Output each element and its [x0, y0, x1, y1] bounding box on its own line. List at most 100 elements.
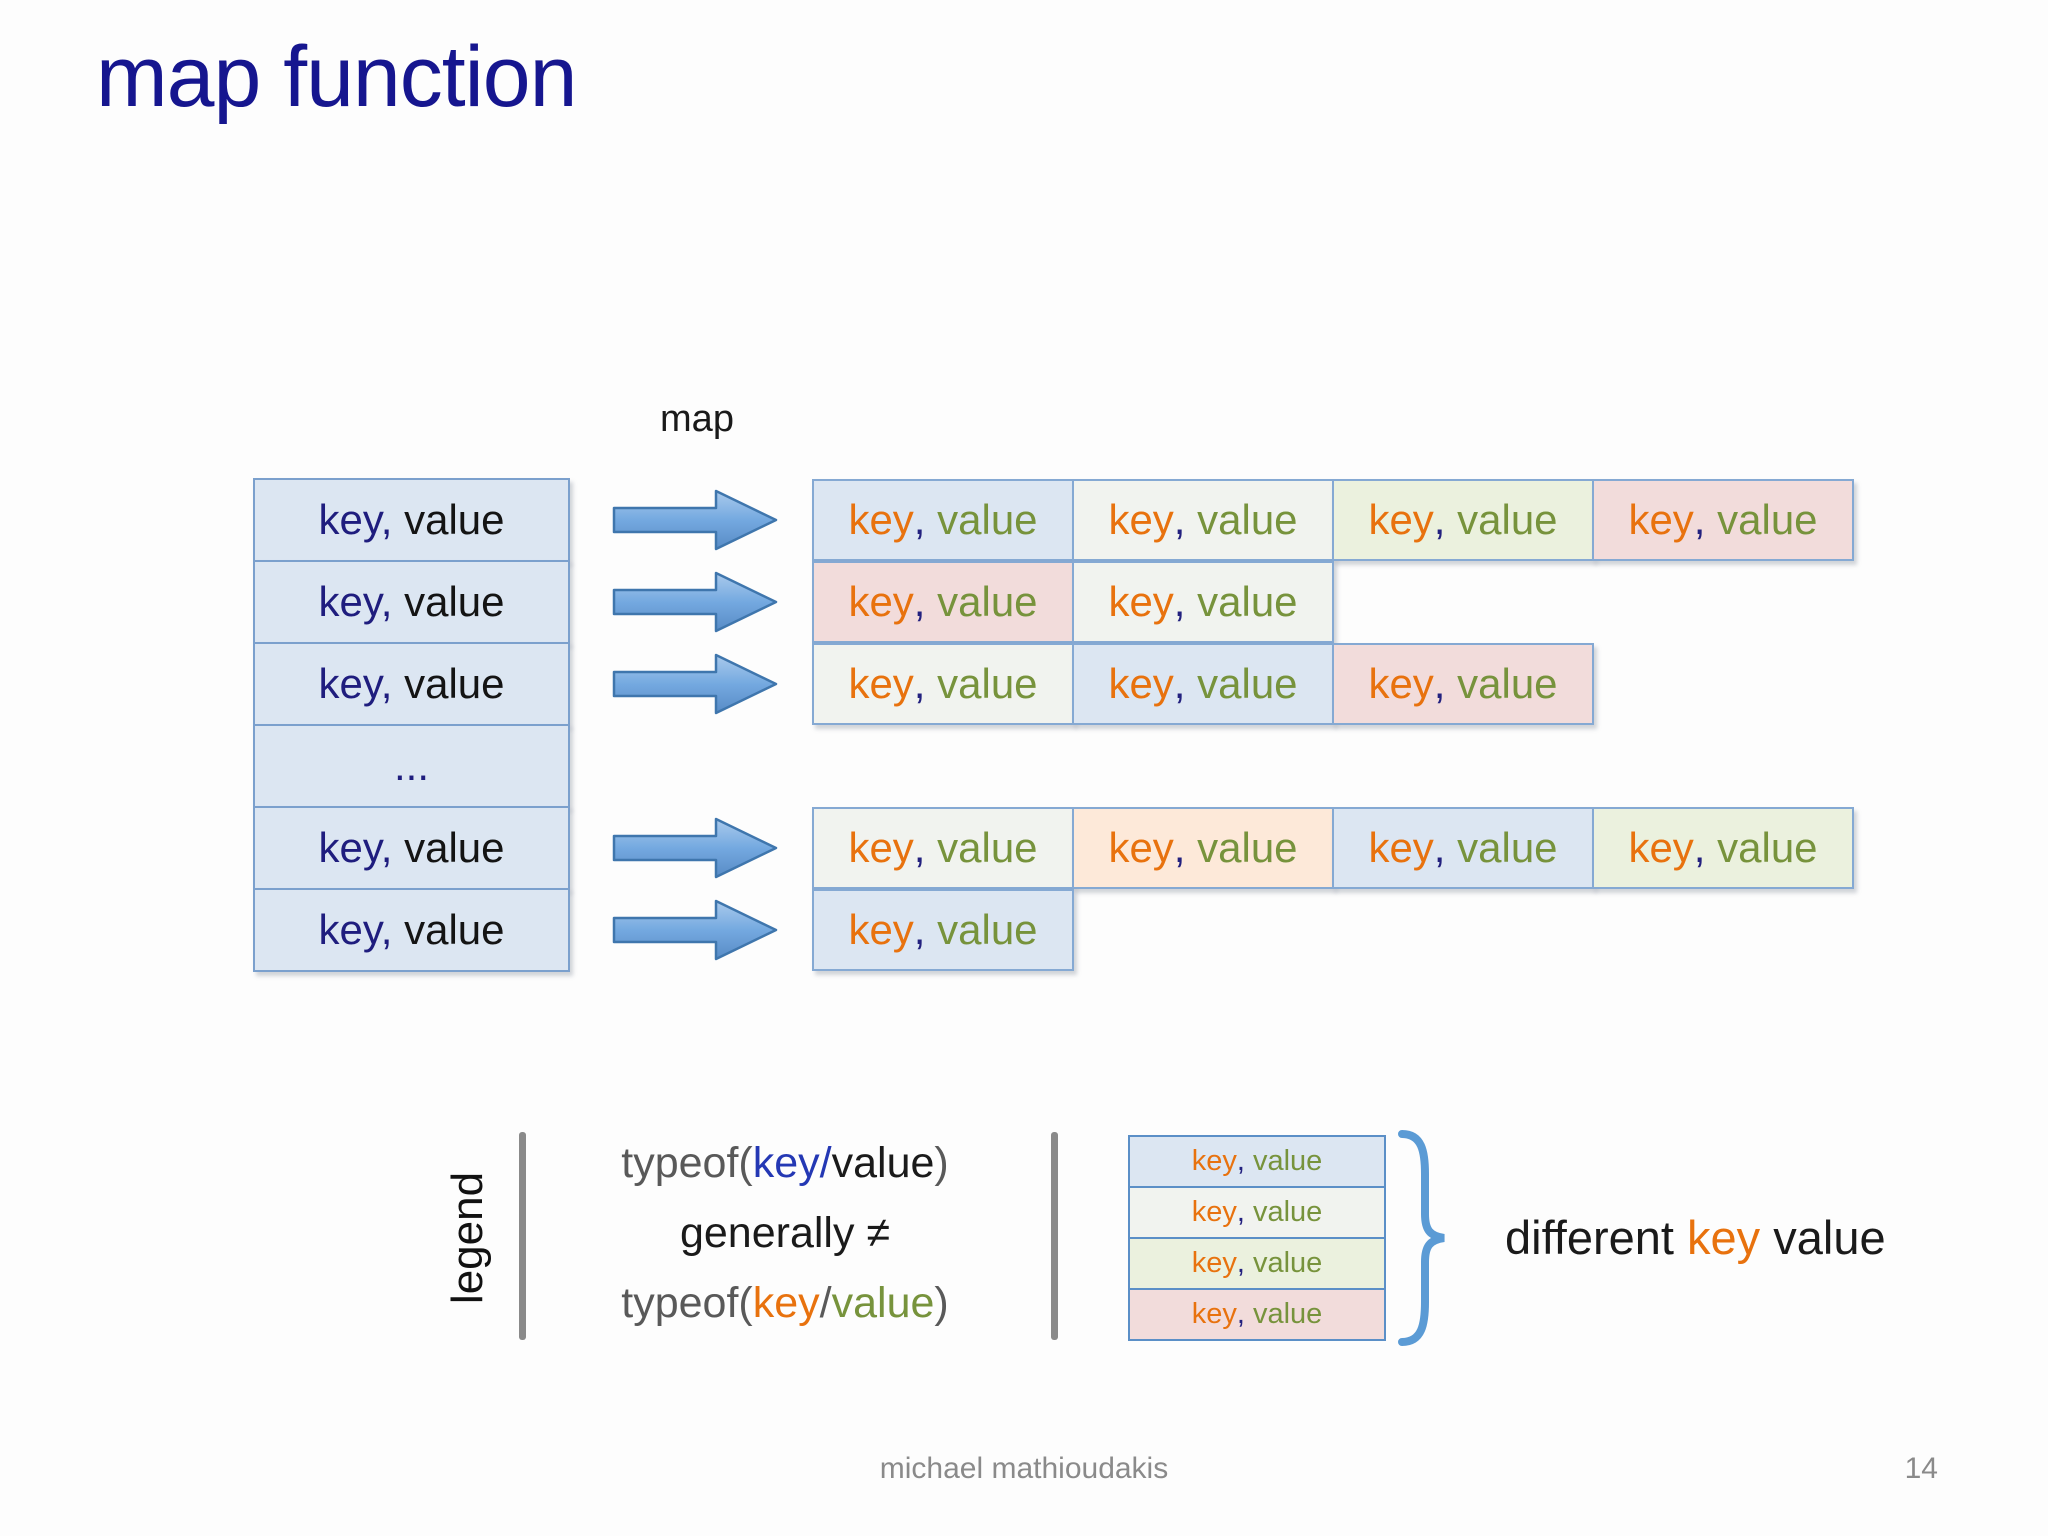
comma-label: , — [1433, 660, 1446, 707]
value-label: value — [392, 660, 505, 707]
value-label: value — [925, 660, 1038, 707]
comma-label: , — [1693, 824, 1706, 871]
comma-label: , — [913, 660, 926, 707]
comma-label: , — [1173, 824, 1186, 871]
key-label: key, — [318, 906, 393, 953]
key-label: key — [1191, 1196, 1237, 1228]
text-run: ) — [934, 1139, 949, 1187]
key-label: key — [848, 824, 914, 871]
comma-label: , — [1236, 1298, 1245, 1330]
output-pair-box-green: key, value — [1332, 479, 1594, 561]
key-label: key — [1108, 824, 1174, 871]
output-pair-box-blue: key, value — [1332, 807, 1594, 889]
comma-label: , — [1236, 1196, 1245, 1228]
output-pair-box-pink: key, value — [1592, 479, 1854, 561]
text-run: value — [831, 1279, 935, 1327]
value-label: value — [1244, 1247, 1323, 1279]
value-label: value — [925, 824, 1038, 871]
output-pair-box-blue: key, value — [812, 479, 1074, 561]
output-pair-box-blue: key, value — [1072, 643, 1334, 725]
key-label: key — [848, 660, 914, 707]
legend-typeof-text: typeof(key/value) generally ≠ typeof(key… — [545, 1128, 1025, 1338]
value-label: value — [1185, 496, 1298, 543]
value-label: value — [1185, 578, 1298, 625]
value-label: value — [392, 824, 505, 871]
footer-page-number: 14 — [1904, 1452, 1938, 1485]
value-label: value — [392, 578, 505, 625]
comma-label: , — [1433, 824, 1446, 871]
output-pair-box-pink: key, value — [1332, 643, 1594, 725]
typeof-line-1: typeof(key/value) — [545, 1128, 1025, 1198]
text-run: value — [1760, 1211, 1886, 1264]
text-run: different — [1505, 1211, 1688, 1264]
key-label: key — [1108, 578, 1174, 625]
key-label: key — [1368, 824, 1434, 871]
key-label: key, — [318, 496, 393, 543]
comma-label: , — [913, 578, 926, 625]
key-label: key — [1191, 1145, 1237, 1177]
key-label: key — [1628, 824, 1694, 871]
map-arrow-icon — [612, 571, 778, 633]
text-run: / — [819, 1139, 832, 1187]
output-pair-box-white: key, value — [812, 807, 1074, 889]
curly-brace-icon — [1398, 1130, 1445, 1346]
value-label: value — [1445, 496, 1558, 543]
input-row-ellipsis: ... — [253, 724, 570, 808]
input-row: key, value — [253, 806, 570, 890]
text-run: key — [752, 1139, 820, 1187]
text-run: value — [831, 1139, 935, 1187]
value-label: value — [1244, 1196, 1323, 1228]
key-label: key, — [318, 824, 393, 871]
legend-label: legend — [443, 1171, 492, 1305]
output-pair-box-white: key, value — [1072, 561, 1334, 643]
input-row: key, value — [253, 888, 570, 972]
text-run: / — [819, 1279, 832, 1327]
output-pair-box-white: key, value — [1072, 479, 1334, 561]
output-pair-box-pink: key, value — [812, 561, 1074, 643]
typeof-line-2: generally ≠ — [679, 1209, 891, 1257]
value-label: value — [1445, 824, 1558, 871]
comma-label: , — [1173, 660, 1186, 707]
value-label: value — [1244, 1145, 1323, 1177]
key-label: key, — [318, 578, 393, 625]
key-label: key — [1191, 1298, 1237, 1330]
legend-stack-box-pink: key, value — [1128, 1288, 1386, 1341]
key-label: key — [1191, 1247, 1237, 1279]
input-row: key, value — [253, 560, 570, 644]
value-label: value — [925, 578, 1038, 625]
value-label: value — [1185, 660, 1298, 707]
footer-author: michael mathioudakis — [879, 1452, 1169, 1485]
map-function-label: map — [660, 398, 734, 440]
comma-label: , — [1433, 496, 1446, 543]
page-title: map function — [96, 29, 577, 125]
comma-label: , — [1693, 496, 1706, 543]
comma-label: , — [913, 906, 926, 953]
comma-label: , — [913, 824, 926, 871]
key-label: key — [1108, 660, 1174, 707]
comma-label: , — [1236, 1247, 1245, 1279]
legend-divider-left — [519, 1132, 526, 1340]
key-label: key — [848, 578, 914, 625]
map-arrow-icon — [612, 489, 778, 551]
map-arrow-icon — [612, 899, 778, 961]
comma-label: , — [1173, 496, 1186, 543]
comma-label: , — [1173, 578, 1186, 625]
different-key-note: different key value — [1505, 1210, 1886, 1265]
key-label: key, — [318, 660, 393, 707]
key-label: key — [1108, 496, 1174, 543]
legend-stack-box-blue: key, value — [1128, 1135, 1386, 1188]
text-run: key — [1687, 1211, 1761, 1264]
text-run: ) — [934, 1279, 949, 1327]
comma-label: , — [1236, 1145, 1245, 1177]
key-label: key — [848, 496, 914, 543]
value-label: value — [392, 906, 505, 953]
value-label: value — [925, 496, 1038, 543]
text-run: typeof( — [621, 1279, 753, 1327]
value-label: value — [1445, 660, 1558, 707]
text-run: key — [752, 1279, 820, 1327]
ellipsis-label: ... — [393, 742, 429, 789]
key-label: key — [1368, 496, 1434, 543]
